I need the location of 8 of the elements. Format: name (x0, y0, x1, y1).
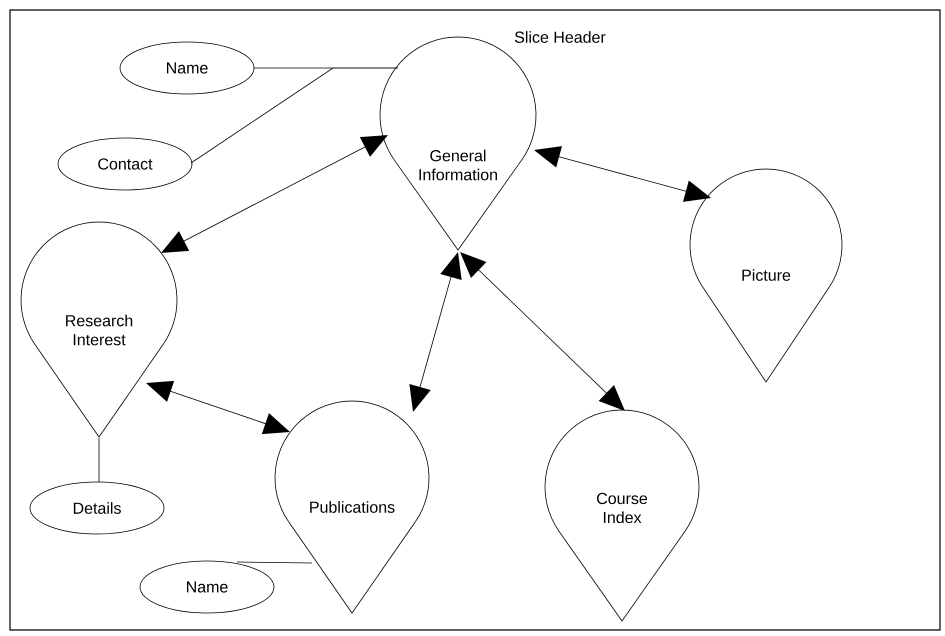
connector-line (98, 438, 100, 482)
ellipse-node: Contact (58, 138, 192, 190)
ellipse-node: Name (120, 42, 254, 94)
ellipse-node: Name (140, 560, 274, 614)
ellipse-node: Details (30, 482, 164, 534)
double-arrow (460, 252, 625, 411)
connector-line (190, 68, 398, 164)
connector-line (236, 562, 312, 564)
